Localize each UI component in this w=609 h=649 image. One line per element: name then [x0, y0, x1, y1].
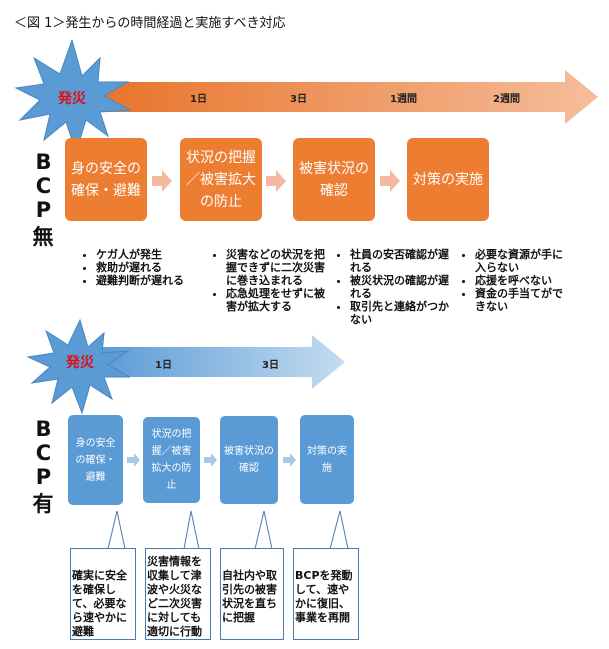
timeline-arrow-without-bcp — [14, 40, 598, 150]
timeline-label: 1日 — [155, 360, 172, 371]
step-box: 対策の実施 — [407, 138, 489, 221]
issue-item: 応急処理をせずに被害が拡大する — [226, 287, 334, 313]
timeline-arrow-with-bcp — [26, 318, 345, 415]
figure-title: ＜図 1＞発生からの時間経過と実施すべき対応 — [14, 16, 286, 31]
step-arrow-icon — [283, 453, 296, 467]
disaster-label: 発災 — [58, 91, 86, 107]
step-box: 状況の把握／被害拡大の防止 — [143, 417, 200, 503]
action-callout: BCPを発動して、速やかに復旧、事業を再開 — [293, 548, 359, 640]
step-arrow-icon — [152, 170, 172, 192]
issue-item: 救助が遅れる — [96, 261, 196, 274]
timeline-label: 3日 — [290, 94, 307, 105]
timeline-label: 2週間 — [493, 94, 520, 105]
disaster-label: 発災 — [66, 355, 94, 371]
timeline-label: 1日 — [190, 94, 207, 105]
issue-item: 被災状況の確認が遅れる — [350, 274, 450, 300]
timeline-label: 1週間 — [390, 94, 417, 105]
issue-item: 災害などの状況を把握できずに二次災害に巻き込まれる — [226, 248, 334, 287]
issue-item: 資金の手当てができない — [475, 287, 571, 313]
orange-arrow-shape — [100, 70, 598, 124]
callout-pointers — [107, 510, 349, 550]
starburst-shape — [26, 318, 131, 415]
step-arrow-icon — [127, 453, 140, 467]
issue-list: ケガ人が発生 救助が遅れる 避難判断が遅れる — [80, 248, 196, 287]
issue-item: 応援を呼べない — [475, 274, 571, 287]
step-box: 身の安全の確保・避難 — [68, 415, 123, 505]
timeline-label: 3日 — [262, 360, 279, 371]
bcp-without-label: BCP 無 — [30, 150, 56, 249]
starburst-shape — [14, 40, 132, 150]
issue-item: 社員の安否確認が遅れる — [350, 248, 450, 274]
with-text: 有 — [32, 492, 54, 516]
issue-list: 必要な資源が手に入らない 応援を呼べない 資金の手当てができない — [459, 248, 571, 313]
step-box: 対策の実施 — [300, 415, 354, 504]
step-box: 状況の把握／被害拡大の防止 — [180, 138, 262, 221]
without-text: 無 — [32, 225, 54, 249]
issue-list: 社員の安否確認が遅れる 被災状況の確認が遅れる 取引先と連絡がつかない — [334, 248, 450, 326]
bcp-text: BCP — [31, 417, 56, 489]
step-arrow-icon — [266, 170, 286, 192]
action-callout: 自社内や取引先の被害状況を直ちに把握 — [220, 548, 284, 640]
issue-item: ケガ人が発生 — [96, 248, 196, 261]
issue-list: 災害などの状況を把握できずに二次災害に巻き込まれる 応急処理をせずに被害が拡大す… — [210, 248, 334, 313]
issue-item: 取引先と連絡がつかない — [350, 300, 450, 326]
step-box: 身の安全の確保・避難 — [65, 138, 147, 221]
issue-item: 必要な資源が手に入らない — [475, 248, 571, 274]
action-callout: 災害情報を収集して津波や火災など二次災害に対しても適切に行動 — [145, 548, 211, 640]
bcp-text: BCP — [31, 150, 56, 222]
blue-arrow-shape — [100, 335, 345, 389]
step-box: 被害状況の確認 — [220, 416, 278, 504]
action-callout: 確実に安全を確保して、必要なら速やかに避難 — [70, 548, 136, 640]
step-box: 被害状況の確認 — [293, 138, 375, 221]
step-arrow-icon — [380, 170, 400, 192]
step-arrow-icon — [204, 453, 217, 467]
bcp-with-label: BCP 有 — [30, 417, 56, 516]
issue-item: 避難判断が遅れる — [96, 274, 196, 287]
